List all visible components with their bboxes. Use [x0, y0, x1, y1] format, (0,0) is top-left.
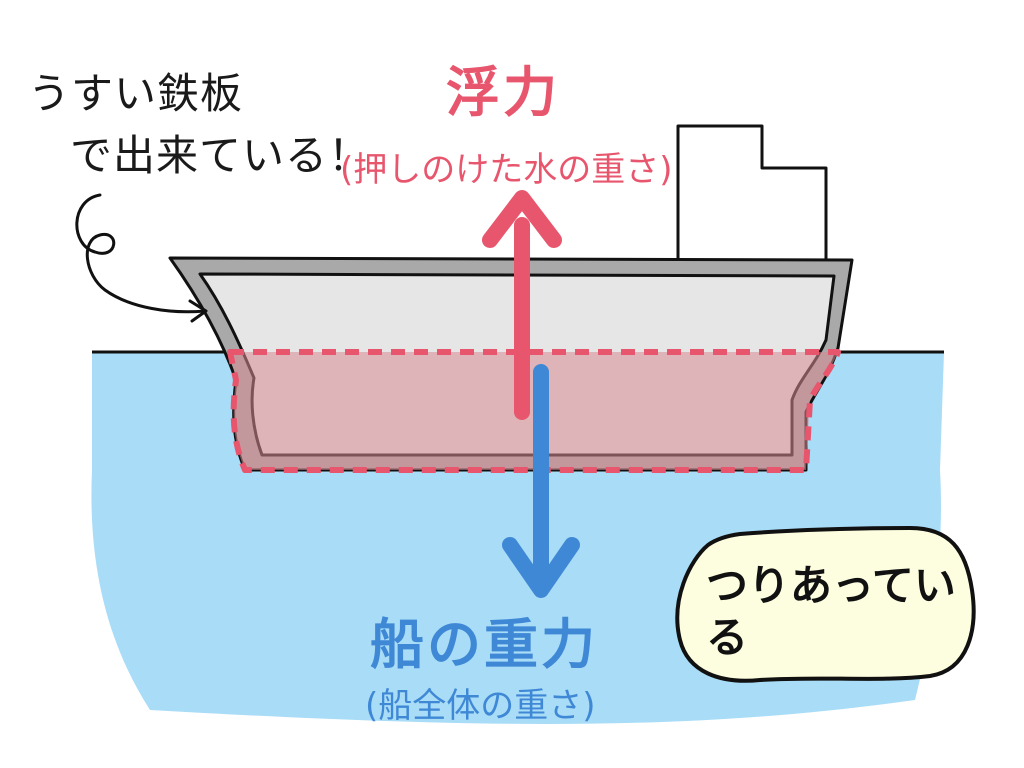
- gravity-label: 船の重力: [370, 613, 598, 676]
- curly-arrow-icon: [75, 193, 208, 323]
- balance-bubble: [675, 525, 976, 683]
- balance-bubble-text: つりあっている: [706, 561, 956, 662]
- annotation-line-1: うすい鉄板: [28, 69, 244, 118]
- buoyancy-arrow-icon: [482, 190, 562, 420]
- gravity-arrow-icon: [502, 364, 580, 598]
- annotation-line-2: で出来ている！: [70, 131, 372, 180]
- ship-bridge: [676, 124, 828, 260]
- gravity-sublabel: (船全体の重さ): [365, 686, 596, 726]
- buoyancy-sublabel: (押しのけた水の重さ): [340, 150, 673, 190]
- displaced-water-outline: [227, 349, 841, 473]
- buoyancy-label: 浮力: [446, 61, 560, 124]
